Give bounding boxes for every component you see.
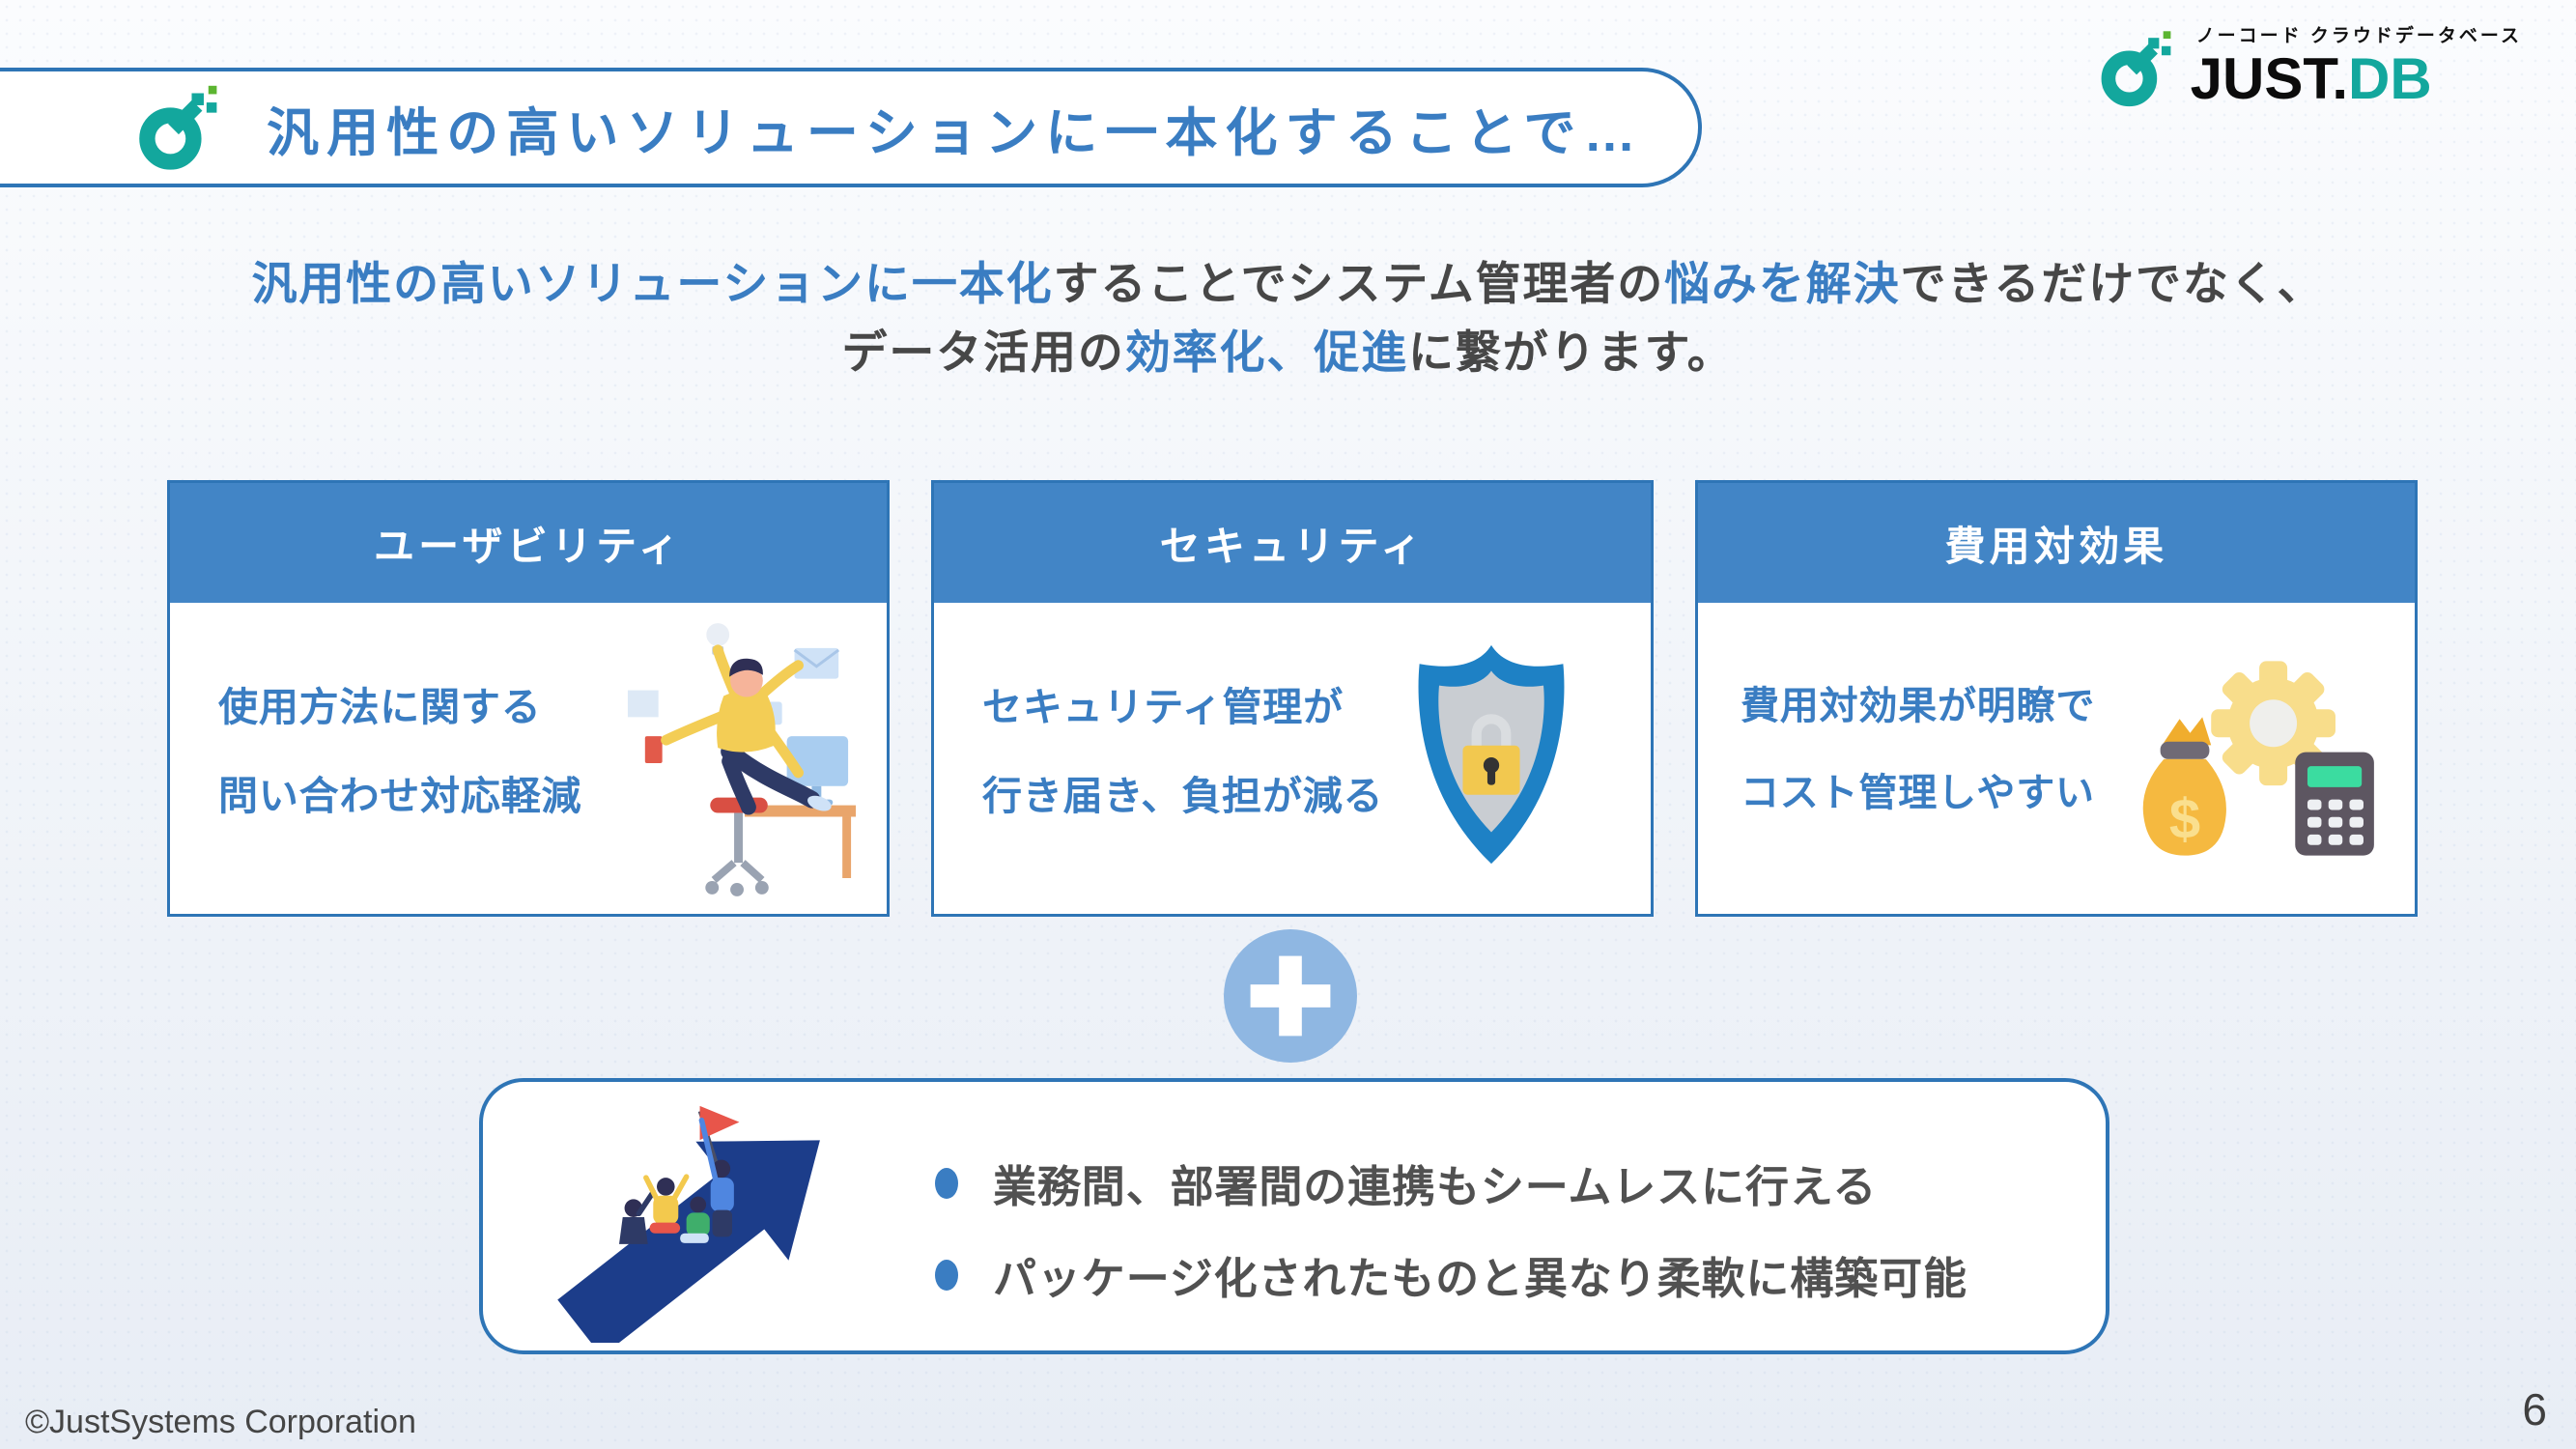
card-cost-body: 費用対効果が明瞭で コスト管理しやすい <box>1698 603 2415 914</box>
summary-bullets: 業務間、部署間の連携もシームレスに行える パッケージ化されたものと異なり柔軟に構… <box>935 1151 1967 1306</box>
card-text-line: 問い合わせ対応軽減 <box>218 774 582 819</box>
brand-wordmark-db: DB <box>2348 46 2432 111</box>
card-text-line: 費用対効果が明瞭で <box>1741 685 2096 727</box>
brand-text: ノーコード クラウドデータベース JUST.DB <box>2191 21 2522 110</box>
bullet-item: 業務間、部署間の連携もシームレスに行える <box>935 1151 1967 1214</box>
bullet-dot-icon <box>935 1167 958 1199</box>
plus-icon <box>1224 929 1357 1063</box>
card-security-text: セキュリティ管理が 行き届き、負担が減る <box>982 663 1383 841</box>
brand-logo: ノーコード クラウドデータベース JUST.DB <box>2096 21 2522 110</box>
page-number: 6 <box>2522 1384 2547 1435</box>
lead-line-1: 汎用性の高いソリューションに一本化することでシステム管理者の悩みを解決できるだけ… <box>0 249 2576 318</box>
lead-seg: できるだけでなく、 <box>1900 258 2325 309</box>
bullet-text: パッケージ化されたものと異なり柔軟に構築可能 <box>993 1254 1967 1303</box>
justdb-mark-icon <box>2101 31 2171 107</box>
summary-box: 業務間、部署間の連携もシームレスに行える パッケージ化されたものと異なり柔軟に構… <box>479 1078 2109 1354</box>
calculator-icon <box>2295 752 2374 856</box>
card-text-line: セキュリティ管理が <box>982 685 1344 729</box>
dollar-sign: $ <box>2169 788 2200 851</box>
plus-connector <box>1224 929 1357 1063</box>
lead-paragraph: 汎用性の高いソリューションに一本化することでシステム管理者の悩みを解決できるだけ… <box>0 249 2576 387</box>
brand-wordmark-just: JUST. <box>2190 46 2349 111</box>
card-text-line: コスト管理しやすい <box>1741 772 2095 814</box>
card-usability-text: 使用方法に関する 問い合わせ対応軽減 <box>218 663 581 841</box>
page-title: 汎用性の高いソリューションに一本化することで… <box>267 103 1644 162</box>
team-on-arrow-illustration <box>557 1105 820 1343</box>
card-text-line: 使用方法に関する <box>218 685 542 729</box>
bullet-item: パッケージ化されたものと異なり柔軟に構築可能 <box>935 1243 1967 1306</box>
card-cost: 費用対効果 費用対効果が明瞭で コスト管理しやすい <box>1695 480 2418 917</box>
copyright: ©JustSystems Corporation <box>25 1404 416 1440</box>
card-cost-header: 費用対効果 <box>1698 483 2415 603</box>
card-security-header: セキュリティ <box>934 483 1651 603</box>
card-usability: ユーザビリティ 使用方法に関する 問い合わせ対応軽減 <box>167 480 890 917</box>
money-bag-icon: $ <box>2142 717 2226 856</box>
justdb-mark-icon <box>139 85 217 170</box>
lead-seg: 悩みを解決 <box>1664 258 1901 309</box>
brand-wordmark: JUST.DB <box>2191 50 2522 108</box>
brand-tagline: ノーコード クラウドデータベース <box>2195 26 2522 46</box>
busy-person-illustration <box>627 623 857 896</box>
card-usability-header: ユーザビリティ <box>170 483 887 603</box>
card-cost-text: 費用対効果が明瞭で コスト管理しやすい <box>1741 663 2095 837</box>
title-banner: 汎用性の高いソリューションに一本化することで… <box>0 68 1702 187</box>
gear-moneybag-calculator-illustration: $ <box>2142 661 2374 856</box>
bullet-dot-icon <box>935 1259 958 1291</box>
card-security: セキュリティ セキュリティ管理が 行き届き、負担が減る <box>931 480 1654 917</box>
benefit-cards: ユーザビリティ 使用方法に関する 問い合わせ対応軽減 <box>167 480 2418 917</box>
lead-line-2: データ活用の効率化、促進に繋がります。 <box>0 318 2576 386</box>
lead-seg: 汎用性の高いソリューションに一本化 <box>251 258 1054 309</box>
lead-seg: することでシステム管理者の <box>1053 258 1665 309</box>
card-text-line: 行き届き、負担が減る <box>982 774 1384 819</box>
bullet-text: 業務間、部署間の連携もシームレスに行える <box>993 1162 1878 1211</box>
lead-seg: データ活用の <box>841 327 1125 379</box>
security-shield-lock-icon <box>1418 644 1565 865</box>
card-usability-body: 使用方法に関する 問い合わせ対応軽減 <box>170 603 887 914</box>
card-security-body: セキュリティ管理が 行き届き、負担が減る <box>934 603 1651 914</box>
lead-seg: に繋がります。 <box>1408 327 1735 379</box>
lead-seg: 効率化、促進 <box>1124 327 1409 379</box>
